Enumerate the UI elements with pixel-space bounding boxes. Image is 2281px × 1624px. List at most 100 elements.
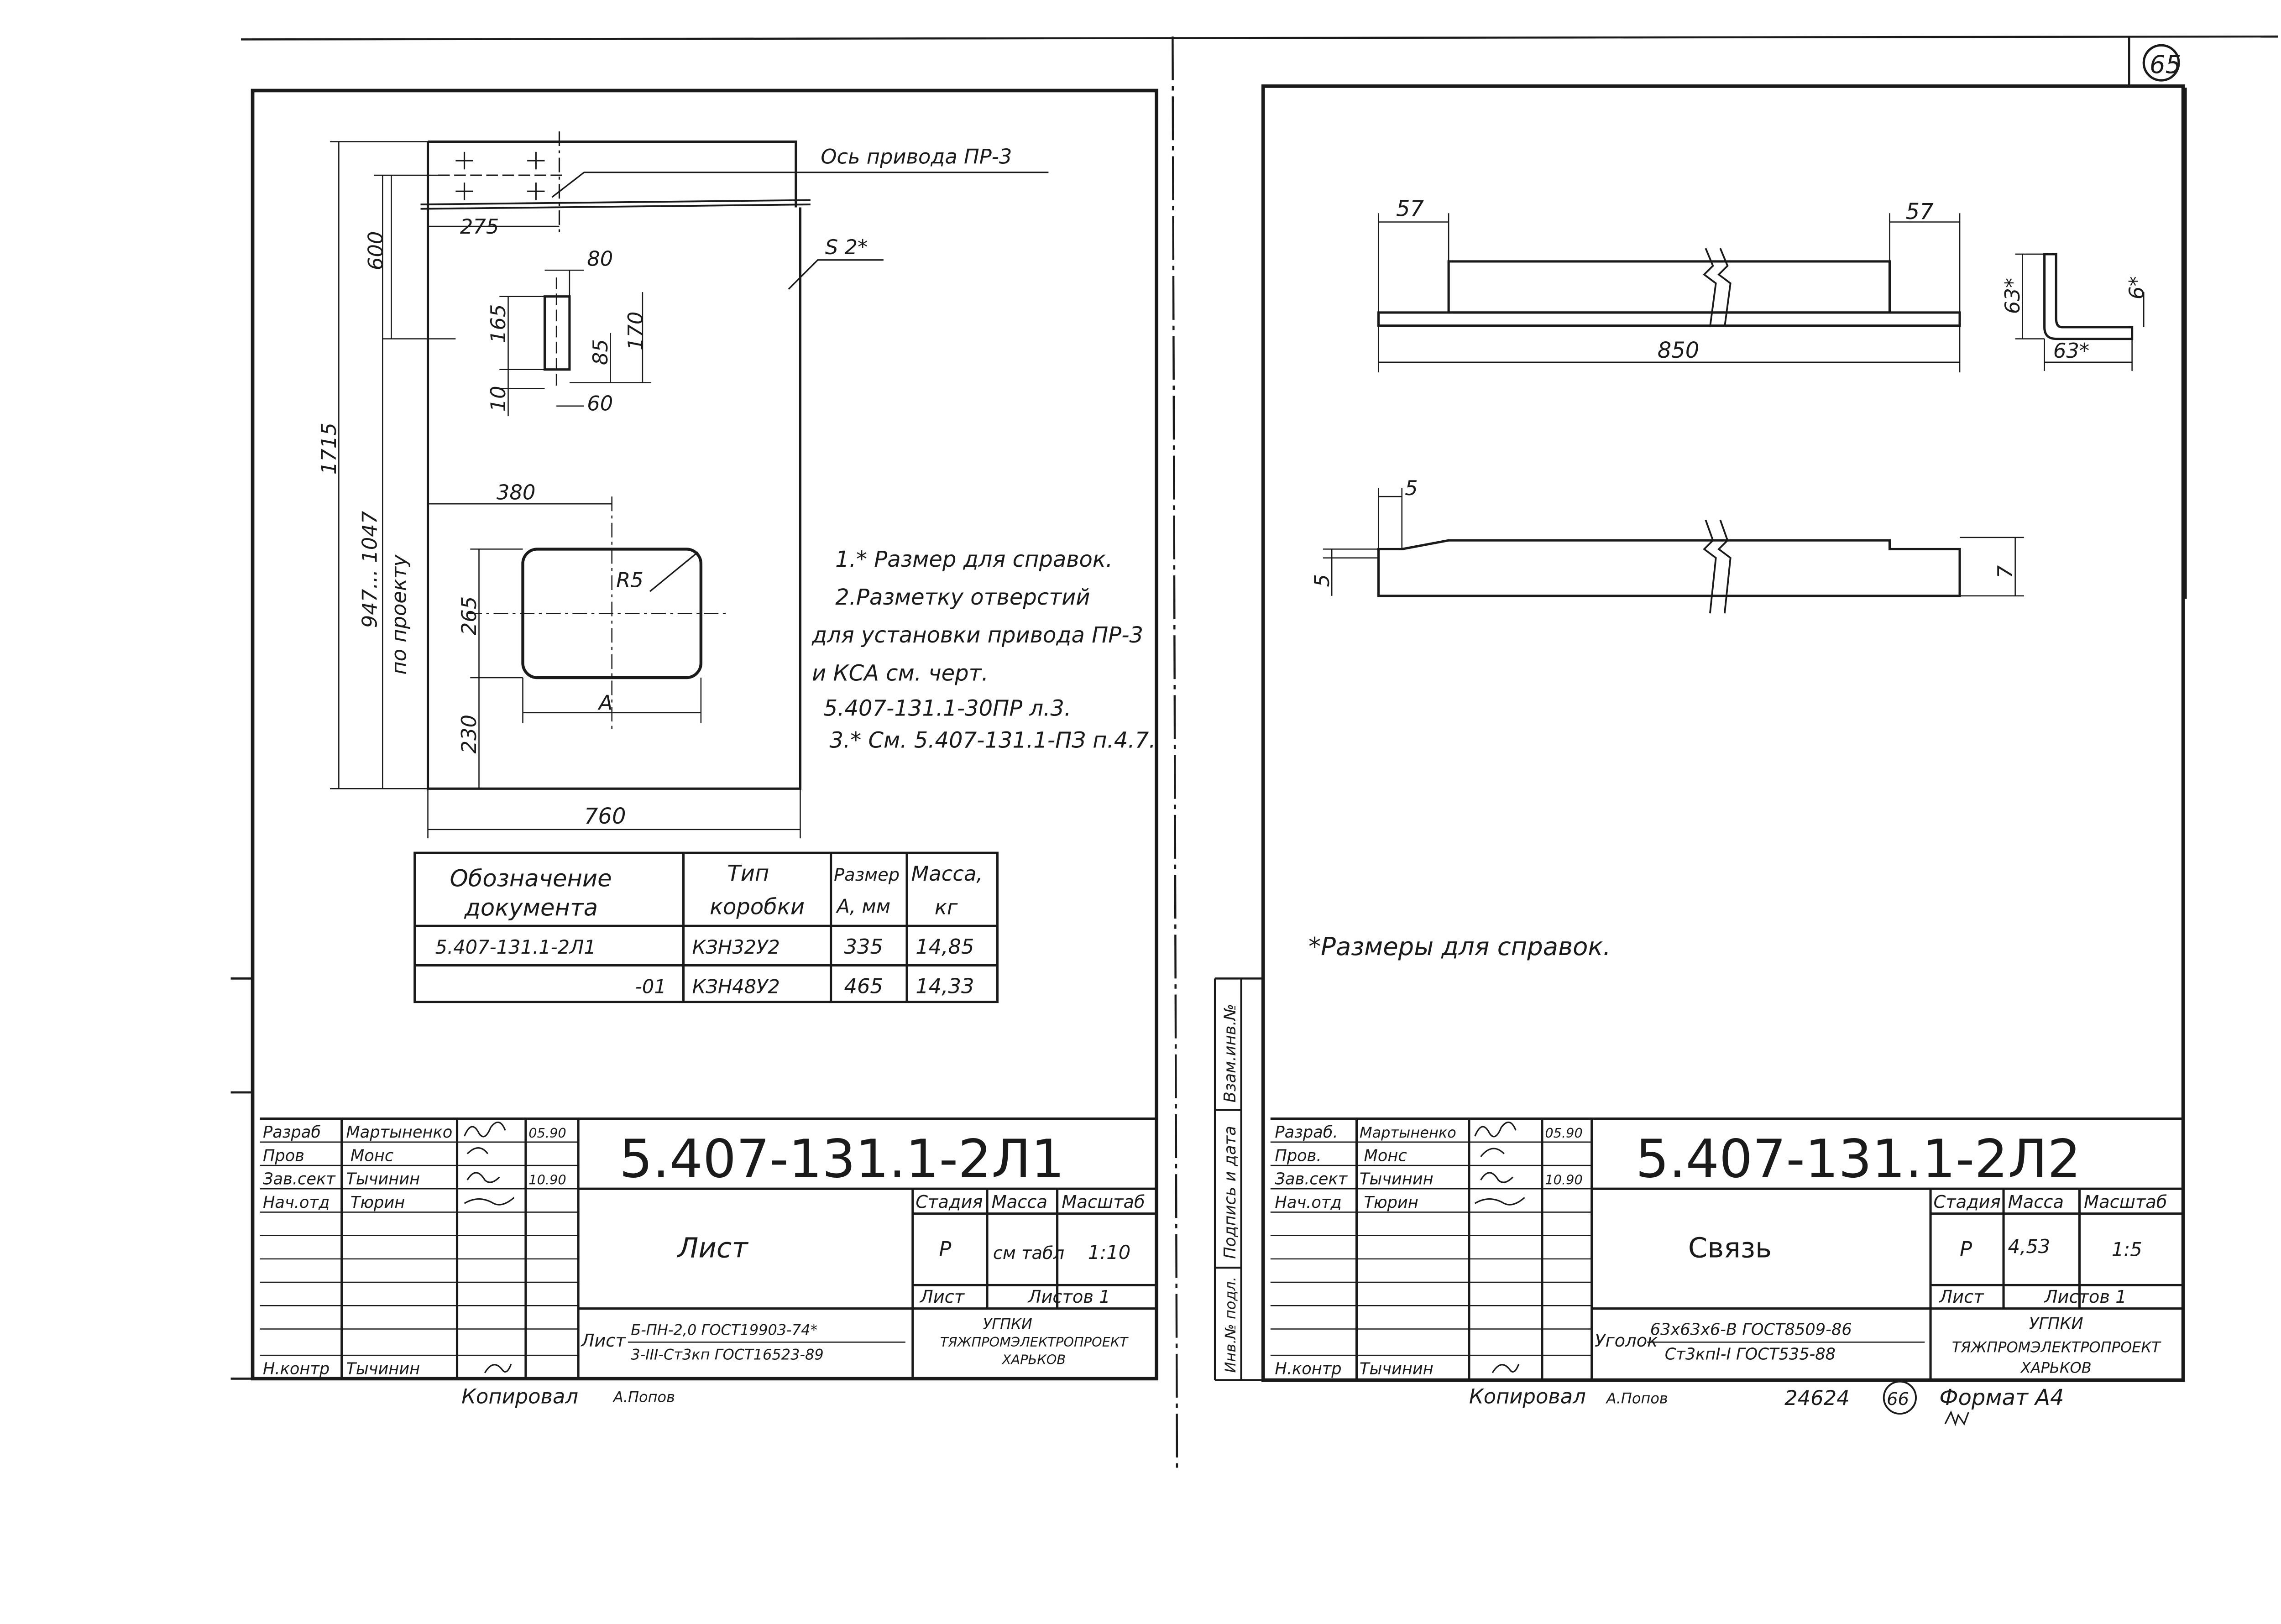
name-checker: Монс	[351, 1146, 393, 1165]
left-margin-ticks	[230, 977, 253, 1380]
th-size-1: Размер	[834, 865, 900, 885]
date-section-head: 10.90	[1545, 1172, 1582, 1188]
angle-section	[2015, 253, 2145, 371]
dim-60: 60	[587, 391, 613, 415]
copied-by-right: Копировал	[1469, 1384, 1586, 1409]
left-sheet: Ось привода ПР-3 S 2*	[230, 89, 1159, 1409]
dim-85: 85	[588, 339, 612, 365]
angle-top-dimensions	[1378, 213, 1961, 373]
org-line-2: ТЯЖПРОМЭЛЕКТРОПРОЕКТ	[1952, 1339, 2161, 1356]
note-line-2: 2.Разметку отверстий	[835, 585, 1090, 610]
td-r1-mass: 14,85	[916, 935, 974, 959]
dim-380: 380	[497, 480, 536, 505]
sheet-label: Лист	[1938, 1287, 1984, 1307]
dim-165: 165	[486, 304, 510, 344]
td-r2-mass: 14,33	[916, 974, 974, 998]
dim-a: A	[597, 690, 613, 715]
page-number: 65	[2150, 50, 2181, 79]
side-strip	[1214, 977, 1263, 1381]
name-dept-head: Тюрин	[351, 1193, 405, 1212]
dim-1715: 1715	[317, 423, 341, 475]
role-dept-head: Нач.отд	[263, 1193, 330, 1212]
dim-63-vertical: 63*	[2000, 278, 2025, 314]
note-line-1: 1.* Размер для справок.	[835, 547, 1113, 572]
left-notes: 1.* Размер для справок. 2.Разметку отвер…	[811, 547, 1156, 753]
stage-label: Стадия	[1933, 1192, 2000, 1212]
mass-label: Масса	[2008, 1192, 2064, 1212]
name-developer: Мартыненко	[346, 1123, 452, 1142]
drawing-name: Связь	[1688, 1232, 1772, 1264]
drawing-name: Лист	[677, 1232, 749, 1264]
dim-5-top: 5	[1405, 476, 1418, 500]
dim-57-right: 57	[1906, 199, 1934, 225]
angle-top-view	[1377, 248, 1961, 328]
outer-frame	[241, 35, 2278, 1473]
copied-sign-left: А.Попов	[612, 1389, 675, 1406]
axis-leader	[551, 172, 1049, 198]
mass-value: см табл	[993, 1243, 1064, 1264]
stage-value: Р	[939, 1237, 951, 1261]
roughness-mark: S 2*	[825, 235, 868, 259]
format-label: Формат А4	[1939, 1385, 2064, 1410]
right-title-block: Разраб. Пров. Зав.сект Нач.отд Н.контр М…	[1270, 1117, 2183, 1380]
dim-80: 80	[587, 246, 613, 271]
sheets-label: Листов 1	[2044, 1287, 2127, 1307]
signatures	[1474, 1122, 1525, 1373]
td-r1-type: КЗН32У2	[692, 936, 780, 958]
side-label-replaced: Взам.инв.№	[1221, 1004, 1240, 1103]
variants-table: Обозначение документа Тип коробки Размер…	[413, 851, 999, 1003]
name-developer: Мартыненко	[1360, 1124, 1456, 1141]
mass-value: 4,53	[2008, 1235, 2051, 1258]
role-section-head: Зав.сект	[263, 1170, 336, 1189]
sheets-label: Листов 1	[1027, 1287, 1110, 1307]
org-line-3: ХАРЬКОВ	[2020, 1359, 2092, 1377]
right-sheet: Взам.инв.№ Подпись и дата Инв.№ подл. 57…	[1214, 84, 2185, 1426]
dim-850: 850	[1658, 338, 1700, 363]
axis-label: Ось привода ПР-3	[821, 144, 1012, 168]
dim-275: 275	[460, 214, 499, 239]
scale-label: Масштаб	[2084, 1192, 2167, 1212]
role-norm-control: Н.контр	[1275, 1360, 1341, 1379]
td-r2-doc: -01	[635, 975, 666, 997]
name-norm-control: Тычинин	[346, 1360, 420, 1379]
reference-note: *Размеры для справок.	[1308, 932, 1611, 961]
org-line-1: УГПКИ	[2029, 1314, 2083, 1333]
scale-value: 1:10	[1088, 1241, 1130, 1264]
th-designation-1: Обозначение	[450, 865, 612, 893]
org-line-1: УГПКИ	[983, 1315, 1032, 1332]
copied-sign-right: А.Попов	[1606, 1390, 1668, 1407]
td-r1-size: 335	[844, 935, 883, 959]
org-line-2: ТЯЖПРОМЭЛЕКТРОПРОЕКТ	[940, 1334, 1129, 1350]
name-dept-head: Тюрин	[1364, 1193, 1418, 1212]
right-sheet-border	[1261, 84, 2185, 1382]
note-line-4: и КСА см. черт.	[812, 660, 989, 686]
dim-5-left: 5	[1310, 574, 1334, 587]
note-line-6: 3.* См. 5.407-131.1-ПЗ п.4.7.	[829, 728, 1156, 753]
date-developer: 05.90	[528, 1125, 566, 1141]
plate-drawing: Ось привода ПР-3 S 2*	[420, 131, 1049, 790]
th-mass-2: кг	[935, 895, 958, 919]
dim-170: 170	[623, 312, 648, 351]
name-checker: Монс	[1364, 1146, 1407, 1165]
date-developer: 05.90	[1545, 1125, 1582, 1141]
note-line-5: 5.407-131.1-30ПР л.3.	[824, 695, 1072, 721]
roughness-leader	[788, 259, 884, 290]
dim-600: 600	[363, 231, 387, 271]
format-signature	[1944, 1410, 1969, 1426]
dim-63-horizontal: 63*	[2053, 339, 2089, 363]
stage-label: Стадия	[916, 1192, 983, 1212]
th-type-2: коробки	[710, 894, 805, 920]
dim-by-project: по проекту	[387, 554, 411, 675]
th-mass-1: Масса,	[911, 862, 983, 886]
material-bottom: 3-III-Ст3кп ГОСТ16523-89	[631, 1346, 823, 1363]
material-top: Б-ПН-2,0 ГОСТ19903-74*	[631, 1321, 817, 1338]
dim-760: 760	[584, 804, 626, 829]
date-section-head: 10.90	[528, 1172, 566, 1188]
td-r2-type: КЗН48У2	[692, 975, 780, 997]
dim-6: 6*	[2124, 276, 2149, 299]
mounting-hole-marks	[438, 131, 562, 234]
inventory-number: 24624	[1784, 1386, 1849, 1410]
td-r1-doc: 5.407-131.1-2Л1	[435, 936, 596, 958]
td-r2-size: 465	[844, 974, 883, 998]
material-top: 63х63х6-В ГОСТ8509-86	[1650, 1320, 1852, 1339]
